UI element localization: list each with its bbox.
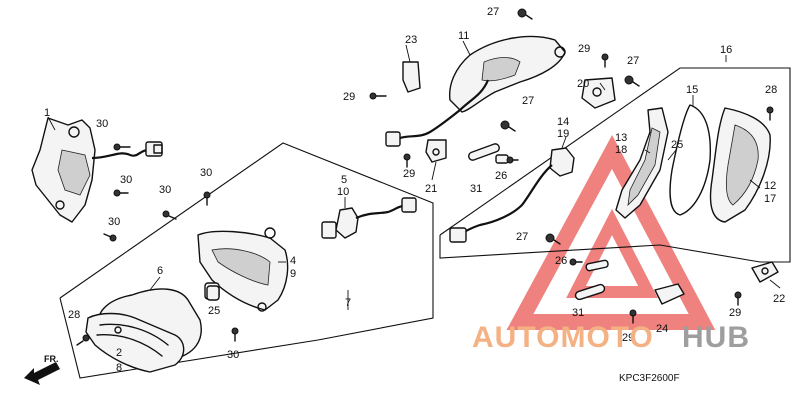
screw-27-d <box>545 233 561 245</box>
callout-20: 20 <box>577 78 589 90</box>
screw-29-d <box>734 291 742 306</box>
screw-30-d <box>162 210 177 220</box>
screw-29-b <box>403 153 411 168</box>
diagram-code: KPC3F2600F <box>619 373 680 384</box>
screw-30-e <box>203 191 211 206</box>
callout-29-d: 29 <box>729 307 741 319</box>
callout-2: 2 <box>116 347 122 359</box>
callout-27-b: 27 <box>522 95 534 107</box>
callout-29-e: 29 <box>622 332 634 344</box>
callout-31-bottom: 31 <box>572 307 584 319</box>
screw-30-c <box>103 233 117 242</box>
callout-13: 13 <box>615 132 627 144</box>
callout-1: 1 <box>44 107 50 119</box>
direction-label: FR. <box>44 354 59 364</box>
watermark-triangle-outer <box>506 135 716 330</box>
callout-6: 6 <box>157 265 163 277</box>
part-front-unit <box>197 227 289 312</box>
part-rear-lens <box>709 107 771 223</box>
callout-25-left: 25 <box>208 305 220 317</box>
callout-31-top: 31 <box>470 183 482 195</box>
direction-indicator: FR. <box>24 354 60 385</box>
callout-30-f: 30 <box>227 349 239 361</box>
screw-28-right <box>766 106 774 121</box>
watermark-triangle-inner <box>566 208 658 298</box>
screw-29-e <box>629 309 637 324</box>
watermark-text-primary: AUTOMOTO <box>472 321 654 354</box>
callout-26-top: 26 <box>495 170 507 182</box>
callout-22: 22 <box>773 293 785 305</box>
callout-10: 10 <box>337 186 349 198</box>
callout-21: 21 <box>425 183 437 195</box>
part-brackets-rear <box>402 61 616 163</box>
callout-16: 16 <box>720 44 732 56</box>
callout-24: 24 <box>656 323 668 335</box>
callout-30-c: 30 <box>108 216 120 228</box>
callout-28-left: 28 <box>68 309 80 321</box>
callout-12: 12 <box>764 180 776 192</box>
callout-27-d: 27 <box>516 231 528 243</box>
callout-labels: 1 30 30 30 30 30 30 5 10 4 9 7 6 25 28 2… <box>44 6 785 374</box>
screw-28-left <box>76 334 90 346</box>
part-socket-left <box>321 197 417 239</box>
screw-27-b <box>500 120 516 132</box>
watermark-text-secondary: HUB <box>682 321 750 354</box>
callout-25-right: 25 <box>671 139 683 151</box>
screw-29-a <box>369 92 387 100</box>
part-rear-housing <box>385 35 566 147</box>
part-small-components <box>206 143 779 305</box>
arrow-icon <box>24 362 60 385</box>
callout-28-right: 28 <box>765 84 777 96</box>
screw-26-b <box>569 258 583 266</box>
callout-30-b: 30 <box>120 174 132 186</box>
callout-15: 15 <box>686 84 698 96</box>
callout-14: 14 <box>557 116 569 128</box>
screw-30-b <box>113 189 129 197</box>
callout-29-b: 29 <box>403 168 415 180</box>
frame-right-assembly <box>439 67 791 263</box>
callout-30-d: 30 <box>159 184 171 196</box>
callout-18: 18 <box>615 144 627 156</box>
leader-lines <box>47 40 781 310</box>
screw-26-a <box>506 156 519 164</box>
part-front-bracket <box>31 117 163 223</box>
part-gasket <box>669 104 712 216</box>
callout-5: 5 <box>341 174 347 186</box>
part-reflector-strip <box>615 107 669 219</box>
callout-29-a: 29 <box>343 91 355 103</box>
callout-27-c: 27 <box>627 55 639 67</box>
screw-30-f <box>231 327 239 342</box>
part-front-lens <box>85 288 202 373</box>
screw-27-top <box>517 8 533 20</box>
watermark-text: AUTOMOTO HUB <box>472 321 750 354</box>
callout-8: 8 <box>116 362 122 374</box>
callout-9: 9 <box>290 268 296 280</box>
callout-17: 17 <box>764 193 776 205</box>
callout-23: 23 <box>405 34 417 46</box>
callout-4: 4 <box>290 255 296 267</box>
callout-19: 19 <box>557 128 569 140</box>
callout-27-top: 27 <box>487 6 499 18</box>
part-socket-right <box>449 147 575 243</box>
callout-30-a: 30 <box>96 118 108 130</box>
screw-27-c <box>624 75 640 87</box>
frame-left-assembly <box>59 142 434 379</box>
watermark-logo <box>506 135 716 330</box>
screw-30-a <box>113 143 131 151</box>
screw-29-c <box>601 53 609 68</box>
fasteners <box>76 8 774 346</box>
callout-29-c: 29 <box>578 43 590 55</box>
callout-11: 11 <box>458 30 469 42</box>
callout-7: 7 <box>345 297 351 309</box>
callout-30-e: 30 <box>200 167 212 179</box>
callout-26-bottom: 26 <box>555 255 567 267</box>
